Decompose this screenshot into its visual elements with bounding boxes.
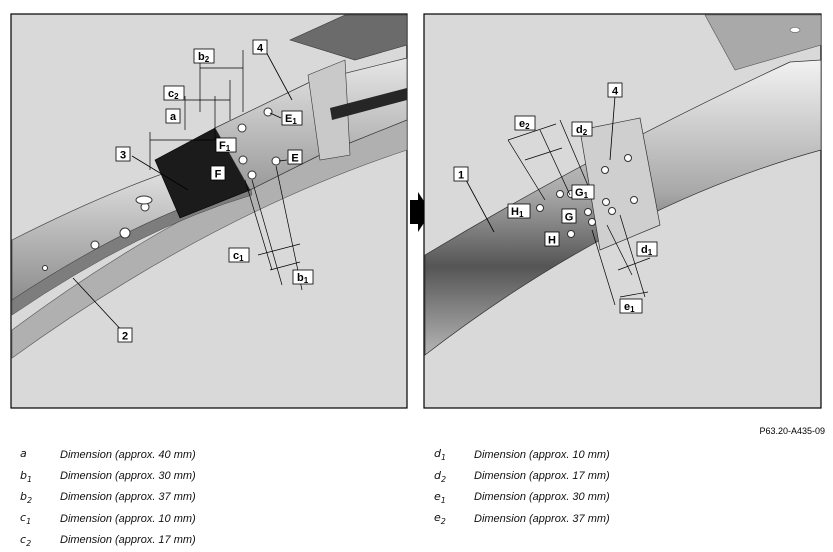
weld-point-g bbox=[584, 208, 592, 216]
callout-3: 3 bbox=[115, 146, 131, 162]
callout-g: G bbox=[561, 208, 577, 224]
callout-e2: e2 bbox=[514, 115, 536, 131]
callout-4-label: 4 bbox=[257, 43, 264, 55]
callout-3-label: 3 bbox=[120, 150, 126, 162]
right-panel: 1 4 e2 d2 G1 H1 G H bbox=[423, 13, 822, 409]
callout-h: H bbox=[544, 231, 560, 247]
legend-item-b2: b2 Dimension (approx. 37 mm) bbox=[20, 489, 196, 505]
weld-point bbox=[588, 218, 596, 226]
svg-text:b1: b1 bbox=[297, 272, 309, 285]
callout-g1: G1 bbox=[571, 184, 595, 200]
weld-point-g1 bbox=[556, 190, 564, 198]
left-panel: 2 3 4 a b2 c2 E1 F1 bbox=[10, 13, 408, 409]
svg-text:G: G bbox=[565, 212, 574, 224]
callout-1: 1 bbox=[453, 166, 469, 182]
svg-text:G1: G1 bbox=[575, 187, 589, 200]
callout-e: E bbox=[287, 149, 303, 165]
callout-d1: d1 bbox=[636, 241, 658, 257]
callout-f1: F1 bbox=[215, 137, 237, 153]
weld-point bbox=[601, 166, 609, 174]
svg-text:e1: e1 bbox=[624, 301, 635, 314]
callout-f: F bbox=[210, 165, 226, 181]
legend-right: d1 Dimension (approx. 10 mm) d2 Dimensio… bbox=[434, 444, 610, 530]
rail-hole bbox=[90, 240, 100, 250]
legend-item-a: a Dimension (approx. 40 mm) bbox=[20, 447, 196, 461]
svg-text:1: 1 bbox=[458, 170, 464, 182]
weld-point-h1 bbox=[536, 204, 544, 212]
weld-point-e bbox=[271, 156, 281, 166]
callout-a-label: a bbox=[170, 111, 177, 123]
svg-text:H1: H1 bbox=[511, 206, 524, 219]
sleeve-part-4-dark-groove bbox=[330, 88, 407, 120]
callout-4: 4 bbox=[252, 39, 268, 55]
weld-point-f-lower bbox=[247, 170, 257, 180]
callout-a: a bbox=[165, 108, 181, 124]
bracket-slot bbox=[789, 27, 801, 33]
svg-text:c2: c2 bbox=[168, 88, 179, 101]
legend-item-d2: d2 Dimension (approx. 17 mm) bbox=[434, 468, 610, 484]
svg-text:e2: e2 bbox=[519, 118, 530, 131]
callout-c2: c2 bbox=[163, 85, 185, 101]
legend-item-e1: e1 Dimension (approx. 30 mm) bbox=[434, 489, 610, 505]
callout-h1: H1 bbox=[507, 203, 531, 219]
weld-point-e1 bbox=[263, 107, 273, 117]
weld-point-f bbox=[238, 155, 248, 165]
legend-item-c2: c2 Dimension (approx. 17 mm) bbox=[20, 532, 196, 548]
weld-point bbox=[602, 198, 610, 206]
dimension-lines-left bbox=[149, 50, 303, 291]
weld-point bbox=[624, 154, 632, 162]
legend-left: a Dimension (approx. 40 mm) b1 Dimension… bbox=[20, 444, 196, 551]
callout-2-label: 2 bbox=[122, 331, 128, 343]
leader-lines-right bbox=[465, 95, 616, 233]
svg-text:d2: d2 bbox=[576, 124, 588, 137]
svg-text:H: H bbox=[548, 235, 556, 247]
callout-e1: E1 bbox=[281, 110, 303, 126]
callout-d2: d2 bbox=[571, 121, 593, 137]
svg-text:E: E bbox=[291, 153, 298, 165]
weld-point-h bbox=[567, 230, 575, 238]
legend-item-b1: b1 Dimension (approx. 30 mm) bbox=[20, 468, 196, 484]
rail-hole bbox=[135, 195, 153, 205]
callout-4: 4 bbox=[607, 82, 623, 98]
svg-text:b2: b2 bbox=[198, 51, 210, 64]
legend-item-d1: d1 Dimension (approx. 10 mm) bbox=[434, 447, 610, 463]
callout-b2: b2 bbox=[193, 48, 215, 64]
callout-b1: b1 bbox=[292, 269, 314, 285]
weld-point bbox=[608, 207, 616, 215]
legend-item-c1: c1 Dimension (approx. 10 mm) bbox=[20, 511, 196, 527]
leader-lines-left bbox=[72, 47, 293, 335]
top-bracket-part bbox=[289, 14, 408, 61]
legend-item-e2: e2 Dimension (approx. 37 mm) bbox=[434, 511, 610, 527]
svg-text:4: 4 bbox=[612, 86, 619, 98]
svg-text:d1: d1 bbox=[641, 244, 653, 257]
callout-2: 2 bbox=[117, 327, 133, 343]
dimension-lines-right bbox=[507, 119, 651, 306]
lower-arc-band bbox=[11, 119, 408, 359]
rail-hole bbox=[42, 265, 48, 271]
svg-text:c1: c1 bbox=[233, 250, 244, 263]
svg-text:F1: F1 bbox=[219, 140, 231, 153]
rail-hole bbox=[119, 227, 131, 239]
sleeve-part-4-end bbox=[307, 59, 351, 161]
weld-point-f1 bbox=[237, 123, 247, 133]
reference-code: P63.20-A435-09 bbox=[759, 426, 825, 436]
svg-text:E1: E1 bbox=[285, 113, 297, 126]
svg-text:F: F bbox=[215, 169, 222, 181]
callout-e1: e1 bbox=[619, 298, 643, 314]
sleeve-part-4 bbox=[579, 117, 661, 251]
arrow-right-icon bbox=[410, 192, 431, 232]
callout-c1: c1 bbox=[228, 247, 250, 263]
weld-point bbox=[630, 196, 638, 204]
